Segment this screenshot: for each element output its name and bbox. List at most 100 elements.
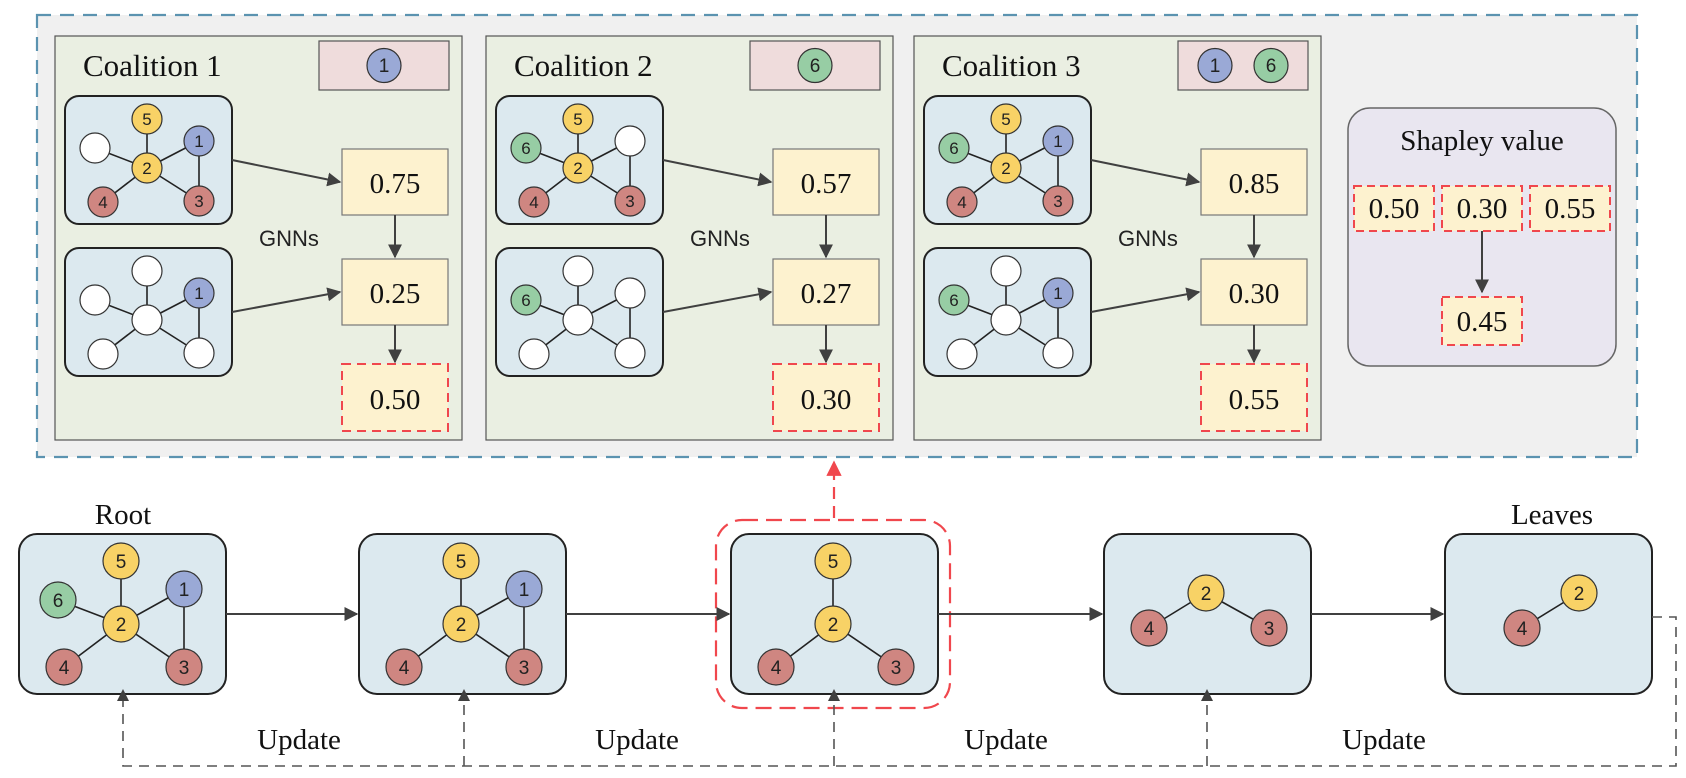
graph-node-1: [1042, 277, 1074, 309]
graph-node-label: 4: [59, 658, 70, 679]
graph-node-3: [1250, 609, 1288, 647]
graph-node-4: [1130, 609, 1168, 647]
graph-node-5: [990, 103, 1022, 135]
graph-node-label: 6: [949, 291, 958, 310]
player-node-label: 6: [1266, 56, 1277, 77]
graph-node-5: [131, 103, 163, 135]
marginal-contribution-box: [341, 363, 449, 432]
player-node-6: [797, 47, 833, 84]
marginal-contribution-box: [772, 363, 880, 432]
graph-node-6: [510, 132, 542, 164]
graph-node-label: 4: [529, 193, 538, 212]
graph-node-2: [1187, 574, 1225, 612]
graph-node-unlabeled: [562, 304, 594, 336]
coalition-title: Coalition 2: [514, 48, 653, 83]
value-with-player-box: [772, 148, 880, 216]
shapley-result: 0.45: [1457, 306, 1508, 338]
graph-node-label: 5: [456, 552, 467, 573]
shapley-input-3: 0.55: [1545, 193, 1596, 225]
graph-node-2: [1560, 574, 1598, 612]
player-node-label: 1: [1210, 56, 1221, 77]
graph-node-label: 5: [142, 110, 151, 129]
graph-node-4: [1503, 609, 1541, 647]
graph-node-6: [39, 581, 77, 619]
gnn-arrow: [231, 159, 342, 187]
graph-node-unlabeled: [518, 338, 550, 370]
shapley-title: Shapley value: [1400, 125, 1563, 157]
graph-node-3: [165, 648, 203, 686]
value-without-player-box: [772, 258, 880, 326]
update-feedback-loop: [122, 616, 1677, 767]
gnn-arrow: [231, 287, 342, 313]
graph-node-4: [385, 648, 423, 686]
value-without-player: 0.30: [1229, 278, 1280, 310]
value-with-player: 0.75: [370, 168, 421, 200]
shapley-value-box: Shapley value 0.50 0.30 0.55 0.45: [1347, 107, 1617, 367]
graph-node-3: [614, 185, 646, 217]
graph-node-unlabeled: [79, 132, 111, 164]
graph-node-label: 5: [573, 110, 582, 129]
graph-node-6: [510, 284, 542, 316]
graph-node-3: [1042, 185, 1074, 217]
graph-node-unlabeled: [614, 125, 646, 157]
player-node-1: [1197, 47, 1233, 84]
gnn-arrow: [1090, 287, 1201, 313]
graph-node-2: [814, 605, 852, 643]
graph-node-label: 4: [1144, 619, 1155, 640]
graph-node-label: 5: [828, 552, 839, 573]
graph-node-unlabeled: [183, 337, 215, 369]
graph-node-4: [45, 648, 83, 686]
graph-node-label: 6: [949, 139, 958, 158]
graph-node-5: [562, 103, 594, 135]
graph-node-2: [562, 152, 594, 184]
root-label: Root: [95, 499, 151, 531]
graph-node-unlabeled: [1042, 337, 1074, 369]
graph-node-2: [102, 605, 140, 643]
gnn-arrow: [662, 159, 773, 187]
graph-node-4: [946, 186, 978, 218]
value-without-player: 0.25: [370, 278, 421, 310]
graph-node-label: 2: [1574, 584, 1585, 605]
graph-node-5: [814, 542, 852, 580]
graph-node-2: [131, 152, 163, 184]
graph-node-label: 4: [98, 193, 107, 212]
graph-node-4: [518, 186, 550, 218]
graph-node-1: [165, 570, 203, 608]
graph-node-label: 6: [53, 591, 64, 612]
graph-node-label: 5: [1001, 110, 1010, 129]
graph-node-label: 2: [1001, 159, 1010, 178]
graph-node-5: [102, 542, 140, 580]
graph-node-unlabeled: [79, 284, 111, 316]
shapley-input-1: 0.50: [1369, 193, 1420, 225]
graph-node-label: 1: [194, 284, 203, 303]
graph-node-label: 2: [828, 615, 839, 636]
tree-node-5: 24: [1444, 533, 1653, 695]
graph-node-label: 1: [179, 580, 190, 601]
graph-node-3: [505, 648, 543, 686]
coalition-title: Coalition 3: [942, 48, 1081, 83]
gnn-arrow: [662, 287, 773, 313]
graph-node-4: [87, 186, 119, 218]
graph-node-label: 6: [521, 291, 530, 310]
value-without-player: 0.27: [801, 278, 852, 310]
value-with-player: 0.57: [801, 168, 852, 200]
shapley-input-2: 0.30: [1457, 193, 1508, 225]
graph-node-unlabeled: [131, 304, 163, 336]
graph-node-label: 2: [142, 159, 151, 178]
graph-node-label: 4: [399, 658, 410, 679]
graph-node-label: 1: [1053, 132, 1062, 151]
leaves-label: Leaves: [1511, 499, 1593, 531]
graph-node-label: 6: [521, 139, 530, 158]
graph-node-1: [505, 570, 543, 608]
graph-node-label: 3: [1053, 192, 1062, 211]
graph-node-label: 3: [891, 658, 902, 679]
marginal-contribution: 0.55: [1229, 384, 1280, 416]
